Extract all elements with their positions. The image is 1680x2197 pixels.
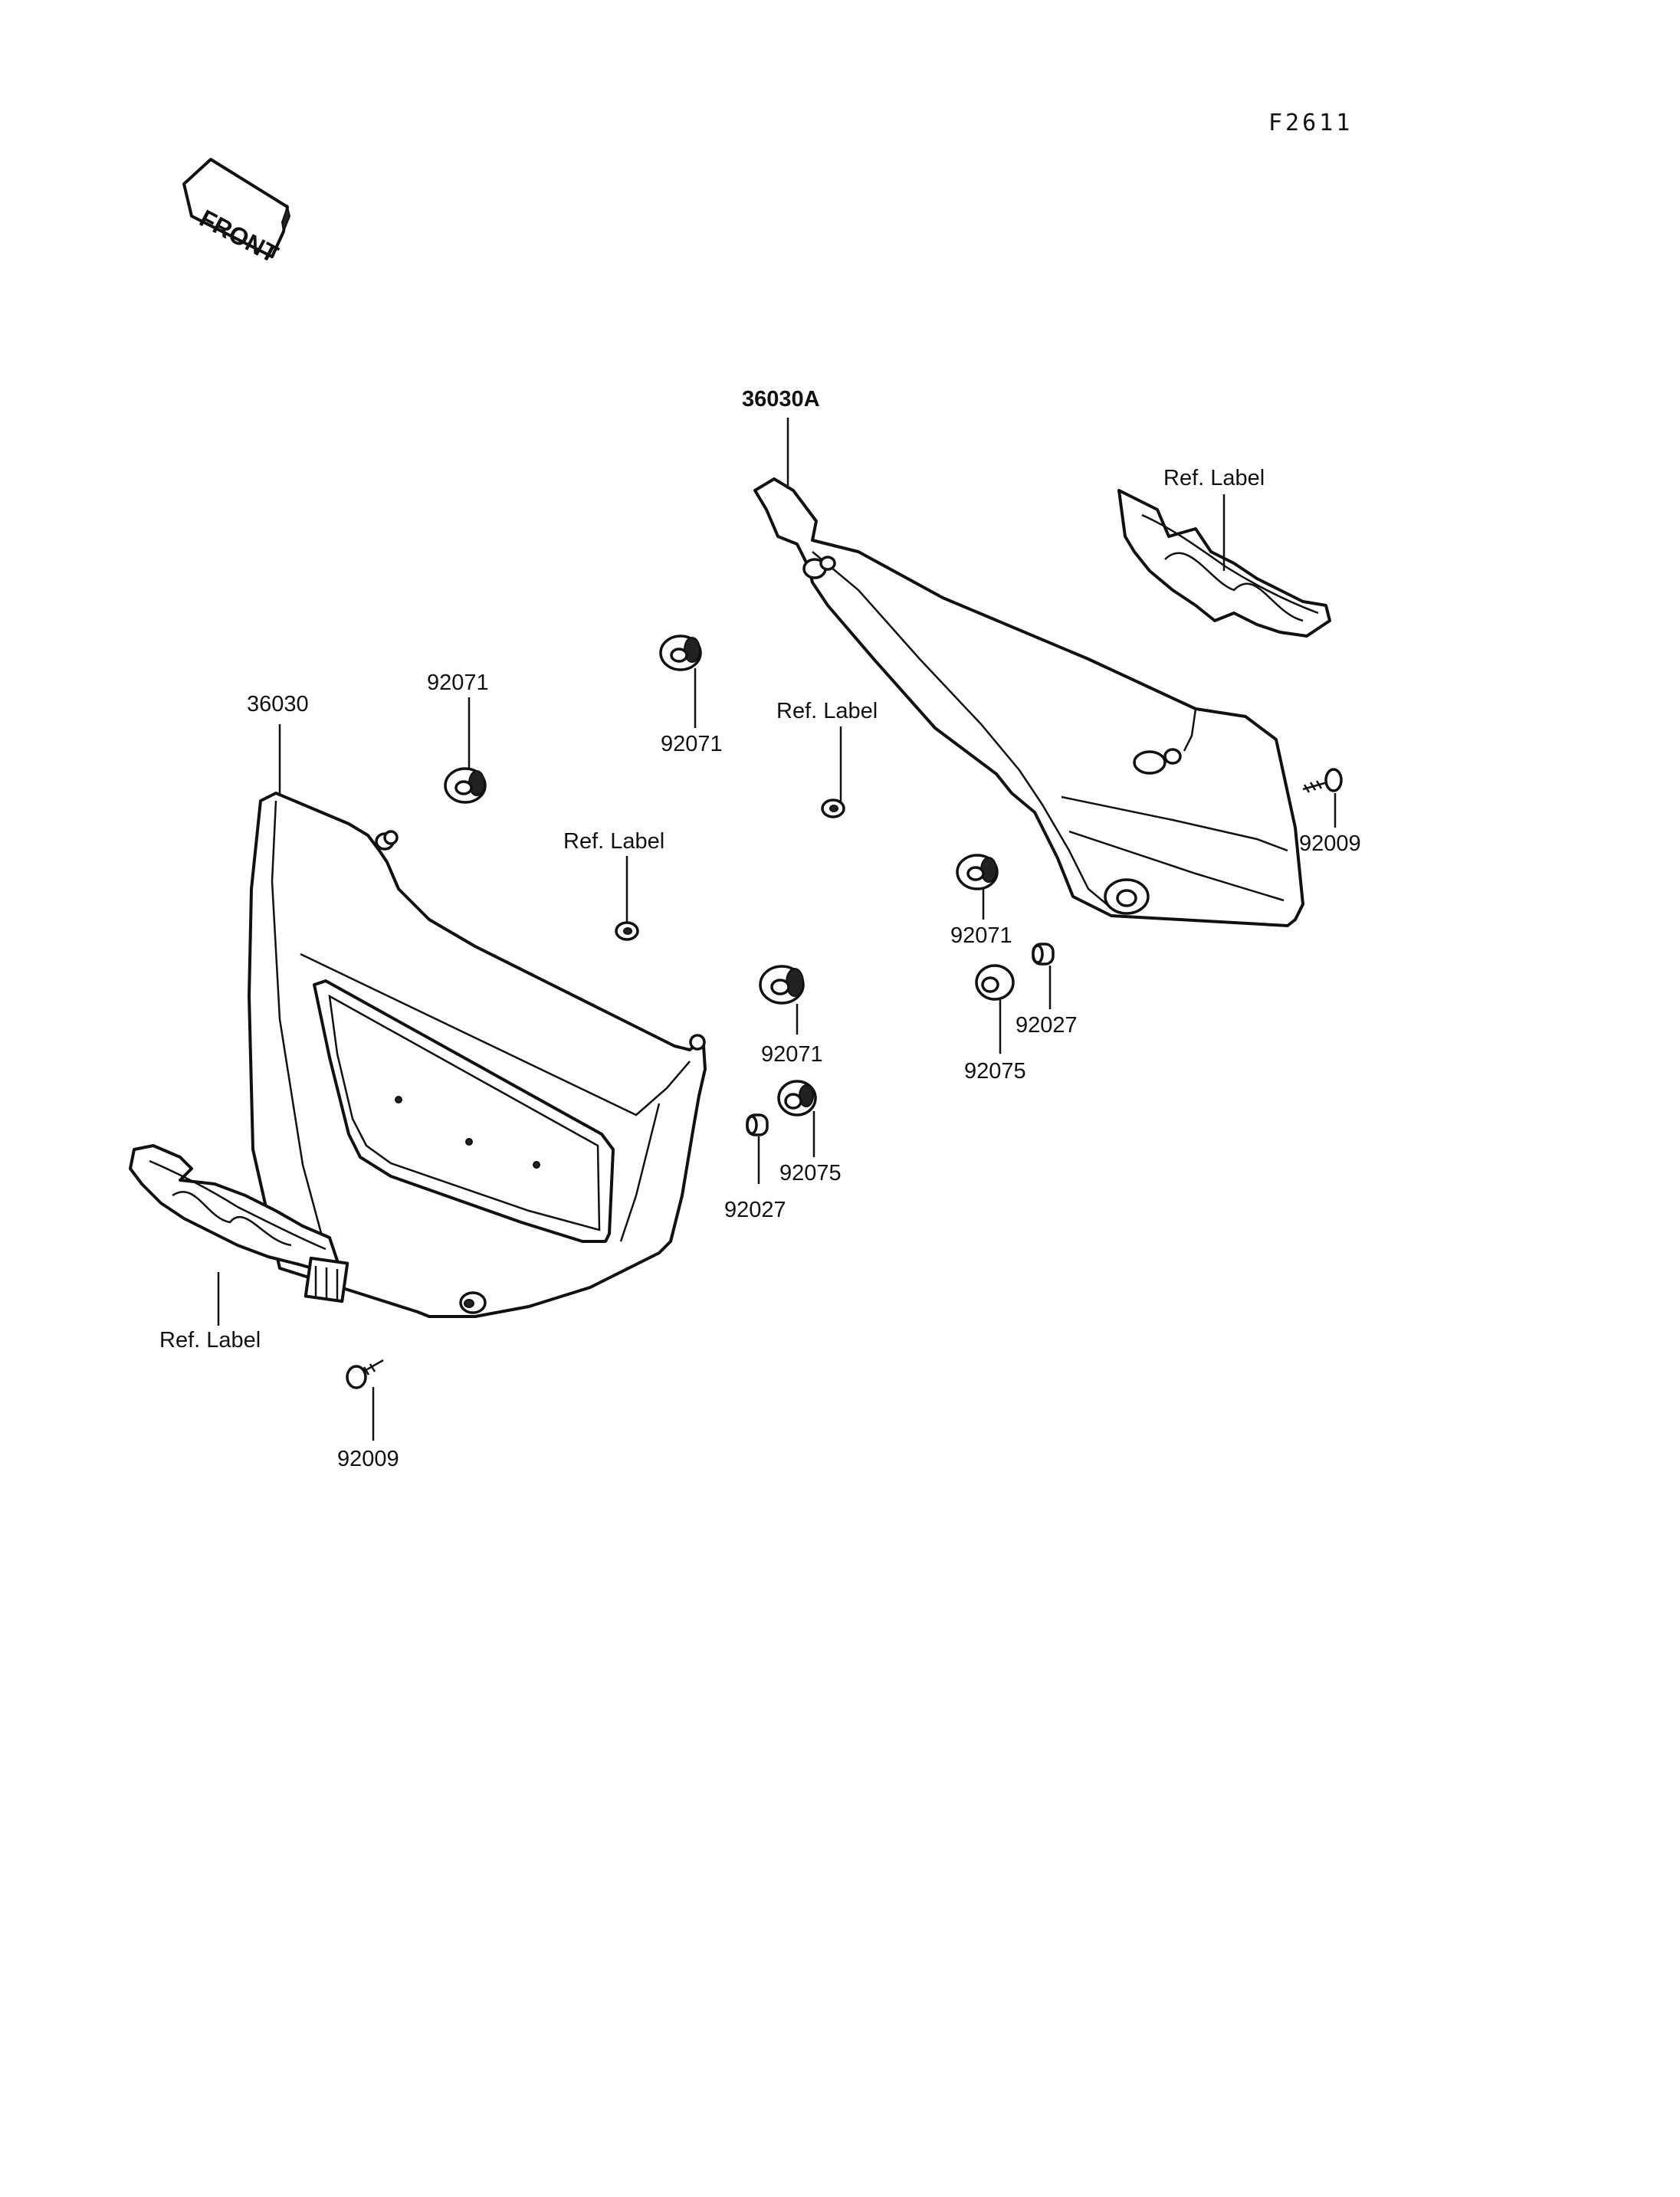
grommet-left-top-part-number: 92071 [427,671,489,695]
ref-label-middle-lower: Ref. Label [563,829,664,854]
ref-label-middle-upper: Ref. Label [776,699,878,723]
bushing-left-part-number: 92027 [724,1198,786,1222]
grommet-top-center-part-number: 92071 [661,732,723,756]
voyager-emblem-icon [129,1144,349,1303]
bushing-right [1032,943,1055,966]
grommet-right-middle [956,854,999,890]
figure-code: F2611 [1268,110,1353,136]
left-cover-part-number: 36030 [247,692,309,716]
small-nut-lower [615,921,639,941]
grommet-center-part-number: 92071 [761,1042,823,1067]
small-nut-upper [821,798,845,818]
right-cover-part-number: 36030A [742,387,820,412]
bushing-left [746,1113,769,1136]
grommet-right-middle-part-number: 92071 [950,923,1012,948]
bolt-left [346,1359,384,1389]
bushing-right-part-number: 92027 [1016,1013,1078,1038]
bolt-right-part-number: 92009 [1299,831,1361,856]
grommet-center [759,965,805,1005]
front-arrow-icon: FRONT [182,158,291,268]
collar-right-part-number: 92075 [964,1059,1026,1084]
grommet-top-center [659,635,702,671]
collar-left-part-number: 92075 [779,1161,842,1185]
bolt-right [1302,768,1343,793]
collar-left [777,1080,817,1117]
right-side-cover [753,477,1304,927]
collar-right [975,964,1015,1001]
ref-label-emblem-left: Ref. Label [159,1328,261,1353]
ref-label-emblem-right: Ref. Label [1163,466,1265,490]
grommet-left-top [444,767,487,804]
bolt-left-part-number: 92009 [337,1447,399,1471]
left-side-cover [248,792,707,1318]
